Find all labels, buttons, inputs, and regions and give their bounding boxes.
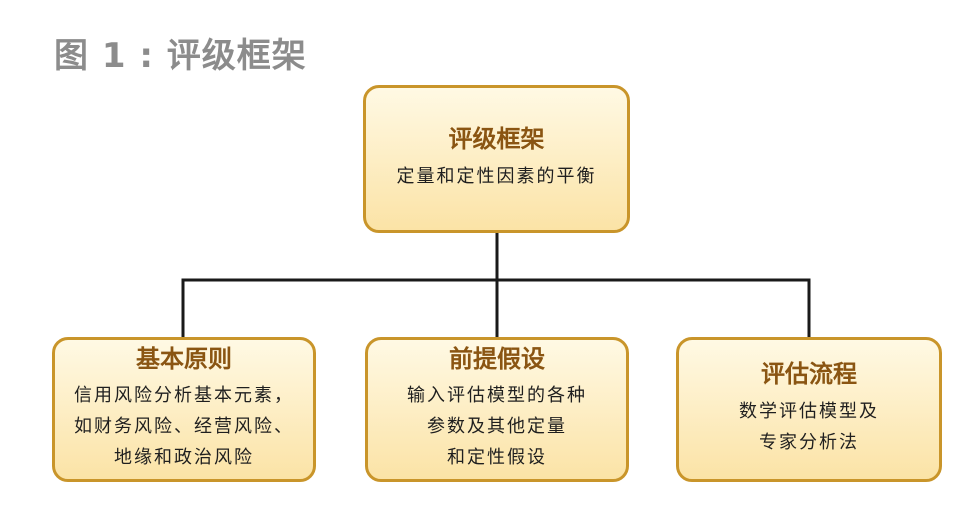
node-description-line: 和定性假设 bbox=[447, 447, 547, 469]
node-rating-framework: 评级框架 定量和定性因素的平衡 bbox=[363, 85, 630, 233]
node-description-line: 如财务风险、经营风险、 bbox=[74, 416, 294, 438]
node-title: 评估流程 bbox=[761, 360, 857, 389]
node-evaluation-process: 评估流程 数学评估模型及 专家分析法 bbox=[676, 337, 942, 482]
figure-title: 图 1 : 评级框架 bbox=[54, 36, 307, 76]
node-description-line: 定量和定性因素的平衡 bbox=[396, 165, 597, 187]
node-title: 基本原则 bbox=[136, 344, 232, 373]
node-title: 评级框架 bbox=[448, 125, 545, 154]
node-basic-principles: 基本原则 信用风险分析基本元素， 如财务风险、经营风险、 地缘和政治风险 bbox=[52, 337, 316, 482]
node-description-line: 数学评估模型及 bbox=[739, 400, 879, 422]
node-description-line: 参数及其他定量 bbox=[427, 416, 567, 438]
node-description-line: 信用风险分析基本元素， bbox=[74, 385, 294, 407]
node-assumptions: 前提假设 输入评估模型的各种 参数及其他定量 和定性假设 bbox=[365, 337, 629, 482]
node-title: 前提假设 bbox=[449, 344, 545, 373]
node-description-line: 输入评估模型的各种 bbox=[407, 385, 587, 407]
node-description-line: 专家分析法 bbox=[759, 431, 859, 453]
node-description-line: 地缘和政治风险 bbox=[114, 447, 254, 469]
